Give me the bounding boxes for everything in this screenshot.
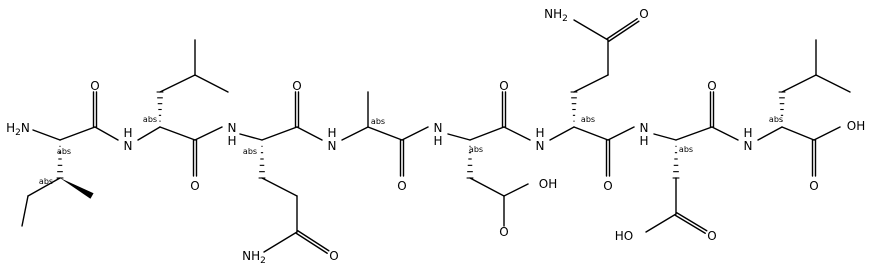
bond-line bbox=[711, 126, 739, 141]
bond-line bbox=[573, 74, 609, 93]
bond-line bbox=[263, 231, 298, 253]
carbonyl-o-label: O bbox=[603, 179, 612, 193]
bond-line bbox=[21, 195, 29, 227]
bond-line bbox=[674, 214, 706, 234]
carbonyl-o-label: O bbox=[707, 79, 716, 93]
wedge-bond bbox=[60, 178, 94, 199]
amide-h-label: H bbox=[639, 134, 648, 148]
amine-label: H2N bbox=[6, 121, 30, 138]
bond-line bbox=[94, 126, 119, 141]
carbonyl-o-label: O bbox=[90, 79, 99, 93]
amide-nh2-label: NH2 bbox=[544, 7, 568, 24]
bond-line bbox=[159, 126, 196, 141]
bond-line bbox=[401, 126, 429, 141]
bond-line bbox=[675, 126, 713, 141]
amide-nh2-label: NH2 bbox=[242, 249, 266, 266]
stereo-abs-label: abs bbox=[769, 115, 783, 124]
amide-h-label: H bbox=[123, 126, 132, 140]
bond-line bbox=[261, 177, 298, 197]
amide-h-label: H bbox=[535, 126, 544, 140]
bond-line bbox=[341, 126, 369, 141]
bond-line bbox=[469, 177, 505, 197]
carbonyl-o-label: O bbox=[397, 179, 406, 193]
bond-line bbox=[606, 18, 638, 40]
bond-line bbox=[549, 126, 575, 141]
amide-n-label: N bbox=[124, 139, 133, 153]
bond-line bbox=[503, 126, 531, 141]
bond-line bbox=[608, 20, 640, 42]
stereo-abs-label: abs bbox=[469, 145, 483, 154]
bond-line bbox=[261, 126, 298, 141]
bond-line bbox=[781, 74, 817, 93]
bond-line bbox=[676, 212, 708, 232]
bond-line bbox=[815, 74, 851, 93]
carboxyl-ho-label: HO bbox=[615, 229, 633, 243]
bond-line bbox=[781, 126, 815, 141]
stereo-abs-label: abs bbox=[243, 147, 257, 156]
bond-line bbox=[295, 232, 328, 254]
amide-n-label: N bbox=[744, 139, 753, 153]
side-chain-o-label: O bbox=[329, 249, 338, 263]
amide-n-label: N bbox=[536, 139, 545, 153]
bond-line bbox=[367, 126, 403, 141]
bond-line bbox=[239, 133, 263, 141]
bond-line bbox=[32, 129, 61, 141]
bond-line bbox=[813, 126, 841, 141]
bond-line bbox=[296, 126, 323, 141]
carbonyl-o-label: O bbox=[292, 79, 301, 93]
stereo-abs-label: abs bbox=[581, 115, 595, 124]
amide-n-label: N bbox=[640, 121, 649, 135]
stereo-abs-label: abs bbox=[39, 177, 53, 186]
carbonyl-o-label: O bbox=[190, 179, 199, 193]
amide-h-label: H bbox=[227, 134, 236, 148]
stereo-abs-label: abs bbox=[57, 147, 71, 156]
bond-line bbox=[503, 183, 529, 197]
bond-line bbox=[137, 126, 161, 141]
side-chain-o-label: O bbox=[707, 229, 716, 243]
bond-line bbox=[27, 177, 61, 197]
amide-h-label: H bbox=[433, 134, 442, 148]
bond-line bbox=[447, 133, 471, 141]
carbonyl-o-label: O bbox=[809, 179, 818, 193]
stereo-abs-label: abs bbox=[679, 145, 693, 154]
carboxyl-oh-label: OH bbox=[847, 119, 865, 133]
carboxyl-oh-label: OH bbox=[539, 177, 557, 191]
bond-line bbox=[159, 74, 196, 93]
bond-line bbox=[194, 74, 229, 93]
amide-n-label: N bbox=[434, 121, 443, 135]
bond-line bbox=[573, 19, 609, 41]
amide-h-label: H bbox=[743, 126, 752, 140]
bond-line bbox=[607, 126, 635, 141]
carbonyl-o-label: O bbox=[499, 79, 508, 93]
bond-line bbox=[757, 126, 783, 141]
stereo-abs-label: abs bbox=[371, 117, 385, 126]
amide-n-label: N bbox=[228, 121, 237, 135]
side-chain-o-label: O bbox=[639, 7, 648, 21]
bond-line bbox=[194, 126, 223, 141]
amide-h-label: H bbox=[327, 126, 336, 140]
side-chain-o-label: O bbox=[499, 225, 508, 239]
bond-line bbox=[653, 133, 677, 141]
bond-line bbox=[59, 126, 96, 141]
bond-line bbox=[573, 126, 609, 141]
bond-line bbox=[469, 126, 505, 141]
amide-n-label: N bbox=[328, 139, 337, 153]
bond-line bbox=[645, 213, 677, 233]
stereo-abs-label: abs bbox=[143, 115, 157, 124]
bond-line bbox=[297, 230, 330, 252]
